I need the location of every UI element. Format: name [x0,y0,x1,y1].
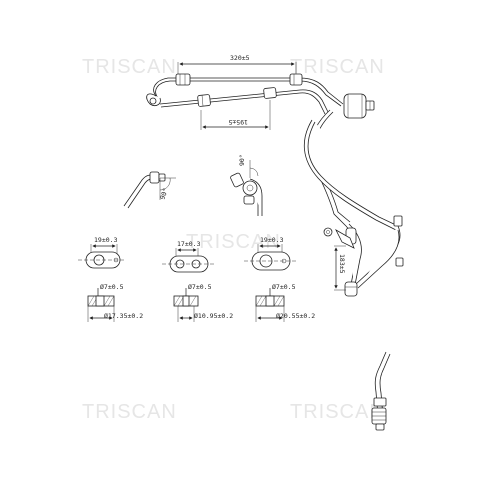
watermark-top-right: TRISCAN [290,56,385,78]
fitting-2-top-view: 17±0.3 [162,240,214,273]
fitting-3-section-view: Ø7±0.5 Ø20.55±0.2 [255,283,315,322]
fitting-1-section-view: Ø7±0.5 Ø17.35±0.2 [87,283,143,322]
angle-detail-left: 90° [123,171,176,209]
fitting-3-width: 19±0.3 [260,236,284,244]
watermark-bottom-left: TRISCAN [82,401,177,423]
fitting-3-outer: Ø20.55±0.2 [276,312,315,320]
angle-2-label: 90° [238,154,246,166]
angle-detail-center: 90° [230,154,263,216]
watermark-center: TRISCAN [186,231,281,253]
fitting-2-outer: Ø10.95±0.2 [194,312,233,320]
angle-1-label: 90° [158,187,170,201]
side-length-label: 183±5 [338,254,346,274]
fitting-1-bore: Ø7±0.5 [100,283,124,291]
fitting-2-width: 17±0.3 [177,240,201,248]
fitting-1-top-view: 19±0.3 [78,236,126,269]
fitting-2-bore: Ø7±0.5 [188,283,212,291]
fitting-3-top-view: 19±0.3 [244,236,296,271]
fitting-1-width: 19±0.3 [94,236,118,244]
fitting-1-outer: Ø17.35±0.2 [104,312,143,320]
fitting-2-section-view: Ø7±0.5 Ø10.95±0.2 [173,283,233,322]
top-length-label: 320±5 [230,54,250,62]
fitting-3-bore: Ø7±0.5 [272,283,296,291]
main-hose-assembly [146,73,404,297]
pipe-end-detail [371,351,391,431]
watermark-bottom-right: TRISCAN [290,401,385,423]
bottom-length-label: 195±5 [228,118,248,126]
watermark-top-left: TRISCAN [82,56,177,78]
